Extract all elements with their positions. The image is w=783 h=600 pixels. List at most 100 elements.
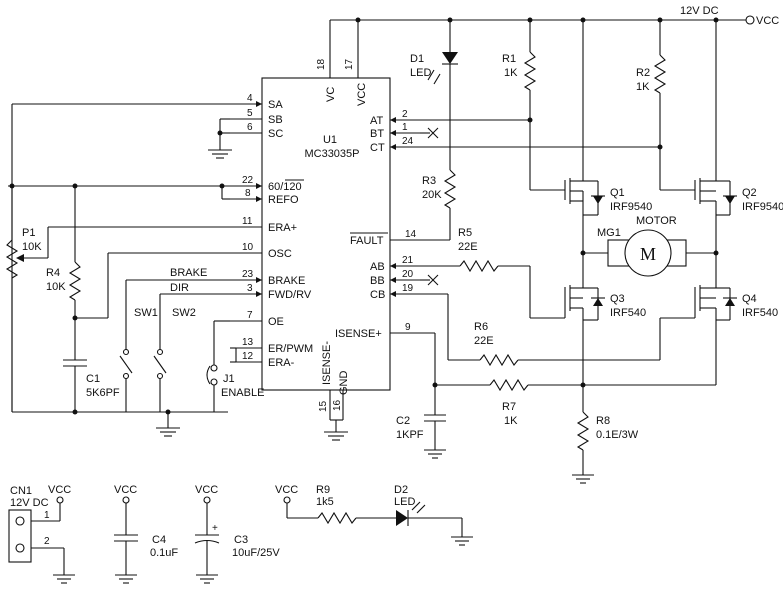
pin-num: 19 bbox=[402, 283, 414, 294]
pin-num: 13 bbox=[242, 337, 254, 348]
u1-left-pins: 4 SA 5 SB 6 SC 22 60/120 8 REFO 11 ERA+ … bbox=[230, 93, 313, 369]
r5-value: 22E bbox=[458, 241, 478, 253]
q3-ref: Q3 bbox=[610, 293, 625, 305]
pin-num: 18 bbox=[316, 58, 327, 70]
pin-name: CB bbox=[370, 289, 385, 301]
d1-value: LED bbox=[410, 67, 431, 79]
p1-value: 10K bbox=[22, 241, 42, 253]
c4-value: 0.1uF bbox=[150, 547, 178, 559]
p1-ref: P1 bbox=[22, 227, 35, 239]
pin-name: SA bbox=[268, 99, 283, 111]
cn1-ref: CN1 bbox=[10, 485, 32, 497]
c3-plus: + bbox=[212, 523, 218, 534]
r9-vcc: VCC bbox=[275, 484, 298, 496]
c2-value: 1KPF bbox=[396, 429, 424, 441]
pin-num: 16 bbox=[332, 399, 343, 411]
brake-label: BRAKE bbox=[170, 267, 207, 279]
r7-resistor: R7 1K bbox=[432, 333, 716, 427]
q1-mosfet: Q1 IRF9540 bbox=[564, 20, 652, 240]
pin-num: 8 bbox=[245, 188, 251, 199]
r9-value: 1k5 bbox=[316, 496, 334, 508]
cn1-value: 12V DC bbox=[10, 497, 49, 509]
cn1-connector: CN1 12V DC VCC 1 2 bbox=[8, 484, 75, 584]
q1-ref: Q1 bbox=[610, 187, 625, 199]
c1-ref: C1 bbox=[86, 373, 100, 385]
r5-resistor: R5 22E bbox=[390, 227, 531, 318]
pin-num: 22 bbox=[242, 175, 254, 186]
q3-value: IRF540 bbox=[610, 307, 646, 319]
pin-name: AB bbox=[370, 261, 385, 273]
r7-ref: R7 bbox=[502, 401, 516, 413]
u1-right-pins: 2 AT 1 BT 24 CT 14 FAULT 21 AB 20 BB 19 … bbox=[335, 109, 435, 340]
hall-inputs bbox=[11, 101, 262, 412]
mg1-motor: M MG1 MOTOR bbox=[580, 215, 719, 288]
r4-ref: R4 bbox=[46, 267, 60, 279]
r4-resistor: R4 10K bbox=[46, 186, 230, 321]
c4-vcc: VCC bbox=[114, 484, 137, 496]
pin-name: VCC bbox=[356, 83, 368, 106]
q2-ref: Q2 bbox=[742, 187, 757, 199]
pin-num: 12 bbox=[242, 351, 254, 362]
pin-name: ISENSE- bbox=[321, 341, 333, 385]
pin-name: GND bbox=[338, 371, 350, 396]
r2-resistor: R2 1K bbox=[390, 20, 695, 191]
d1-ref: D1 bbox=[410, 53, 424, 65]
mg1-ref: MG1 bbox=[597, 227, 621, 239]
pin-name: BT bbox=[370, 128, 384, 140]
motor-symbol: M bbox=[640, 244, 656, 264]
c3-capacitor: VCC + C3 10uF/25V bbox=[194, 484, 280, 584]
supply-label: 12V DC bbox=[680, 5, 719, 17]
d2-led: D2 LED bbox=[394, 484, 473, 546]
c1-capacitor: C1 5K6PF bbox=[63, 318, 120, 415]
cn1-vcc: VCC bbox=[48, 484, 71, 496]
c3-value: 10uF/25V bbox=[232, 547, 280, 559]
r3-ref: R3 bbox=[422, 175, 436, 187]
q4-value: IRF540 bbox=[742, 307, 778, 319]
pin-name: CT bbox=[370, 142, 385, 154]
bt-noconnect bbox=[390, 127, 439, 139]
q3-mosfet: Q3 IRF540 bbox=[530, 285, 646, 385]
pin-name: BRAKE bbox=[268, 275, 305, 287]
pin-name: REFO bbox=[268, 194, 299, 206]
pin-name: OSC bbox=[268, 248, 292, 260]
pin-name: 60/120 bbox=[268, 181, 302, 193]
r4-value: 10K bbox=[46, 281, 66, 293]
pin-num: 24 bbox=[402, 136, 414, 147]
pin-num: 2 bbox=[402, 109, 408, 120]
pin-num: 10 bbox=[242, 242, 254, 253]
r8-value: 0.1E/3W bbox=[596, 429, 639, 441]
sw1-ref: SW1 bbox=[134, 307, 158, 319]
j1-jumper: J1 ENABLE bbox=[206, 320, 264, 412]
pin-name: FWD/RV bbox=[268, 289, 312, 301]
pin-name: BB bbox=[370, 275, 385, 287]
r1-value: 1K bbox=[504, 67, 518, 79]
d2-value: LED bbox=[394, 496, 415, 508]
erpwm-loop bbox=[230, 347, 237, 363]
r9-resistor: VCC R9 1k5 bbox=[275, 484, 396, 525]
dir-label: DIR bbox=[170, 282, 189, 294]
mg1-value: MOTOR bbox=[636, 215, 677, 227]
cn1-pin2: 2 bbox=[44, 536, 50, 547]
d1-led: D1 LED bbox=[410, 20, 458, 170]
pin-num: 21 bbox=[402, 255, 414, 266]
r8-resistor: R8 0.1E/3W bbox=[572, 385, 639, 484]
sw2-switch: DIR SW2 bbox=[153, 282, 262, 412]
pin-num: 11 bbox=[242, 216, 253, 227]
r3-value: 20K bbox=[422, 189, 442, 201]
refo-bus bbox=[8, 183, 262, 202]
pin-num: 17 bbox=[344, 58, 355, 70]
pin-num: 20 bbox=[402, 269, 414, 280]
q4-ref: Q4 bbox=[742, 293, 757, 305]
u1-ref: U1 bbox=[323, 134, 337, 146]
pin-num: 5 bbox=[247, 108, 253, 119]
q1-value: IRF9540 bbox=[610, 201, 652, 213]
sw1-switch: BRAKE SW1 bbox=[119, 267, 262, 412]
c4-capacitor: VCC C4 0.1uF bbox=[114, 484, 178, 584]
r2-value: 1K bbox=[636, 81, 650, 93]
u1-ic: U1 MC33035P 4 SA 5 SB 6 SC 22 60/120 8 R… bbox=[230, 20, 435, 441]
j1-value: ENABLE bbox=[221, 387, 264, 399]
r9-ref: R9 bbox=[316, 484, 330, 496]
pin-num: 3 bbox=[247, 283, 253, 294]
c2-ref: C2 bbox=[396, 415, 410, 427]
